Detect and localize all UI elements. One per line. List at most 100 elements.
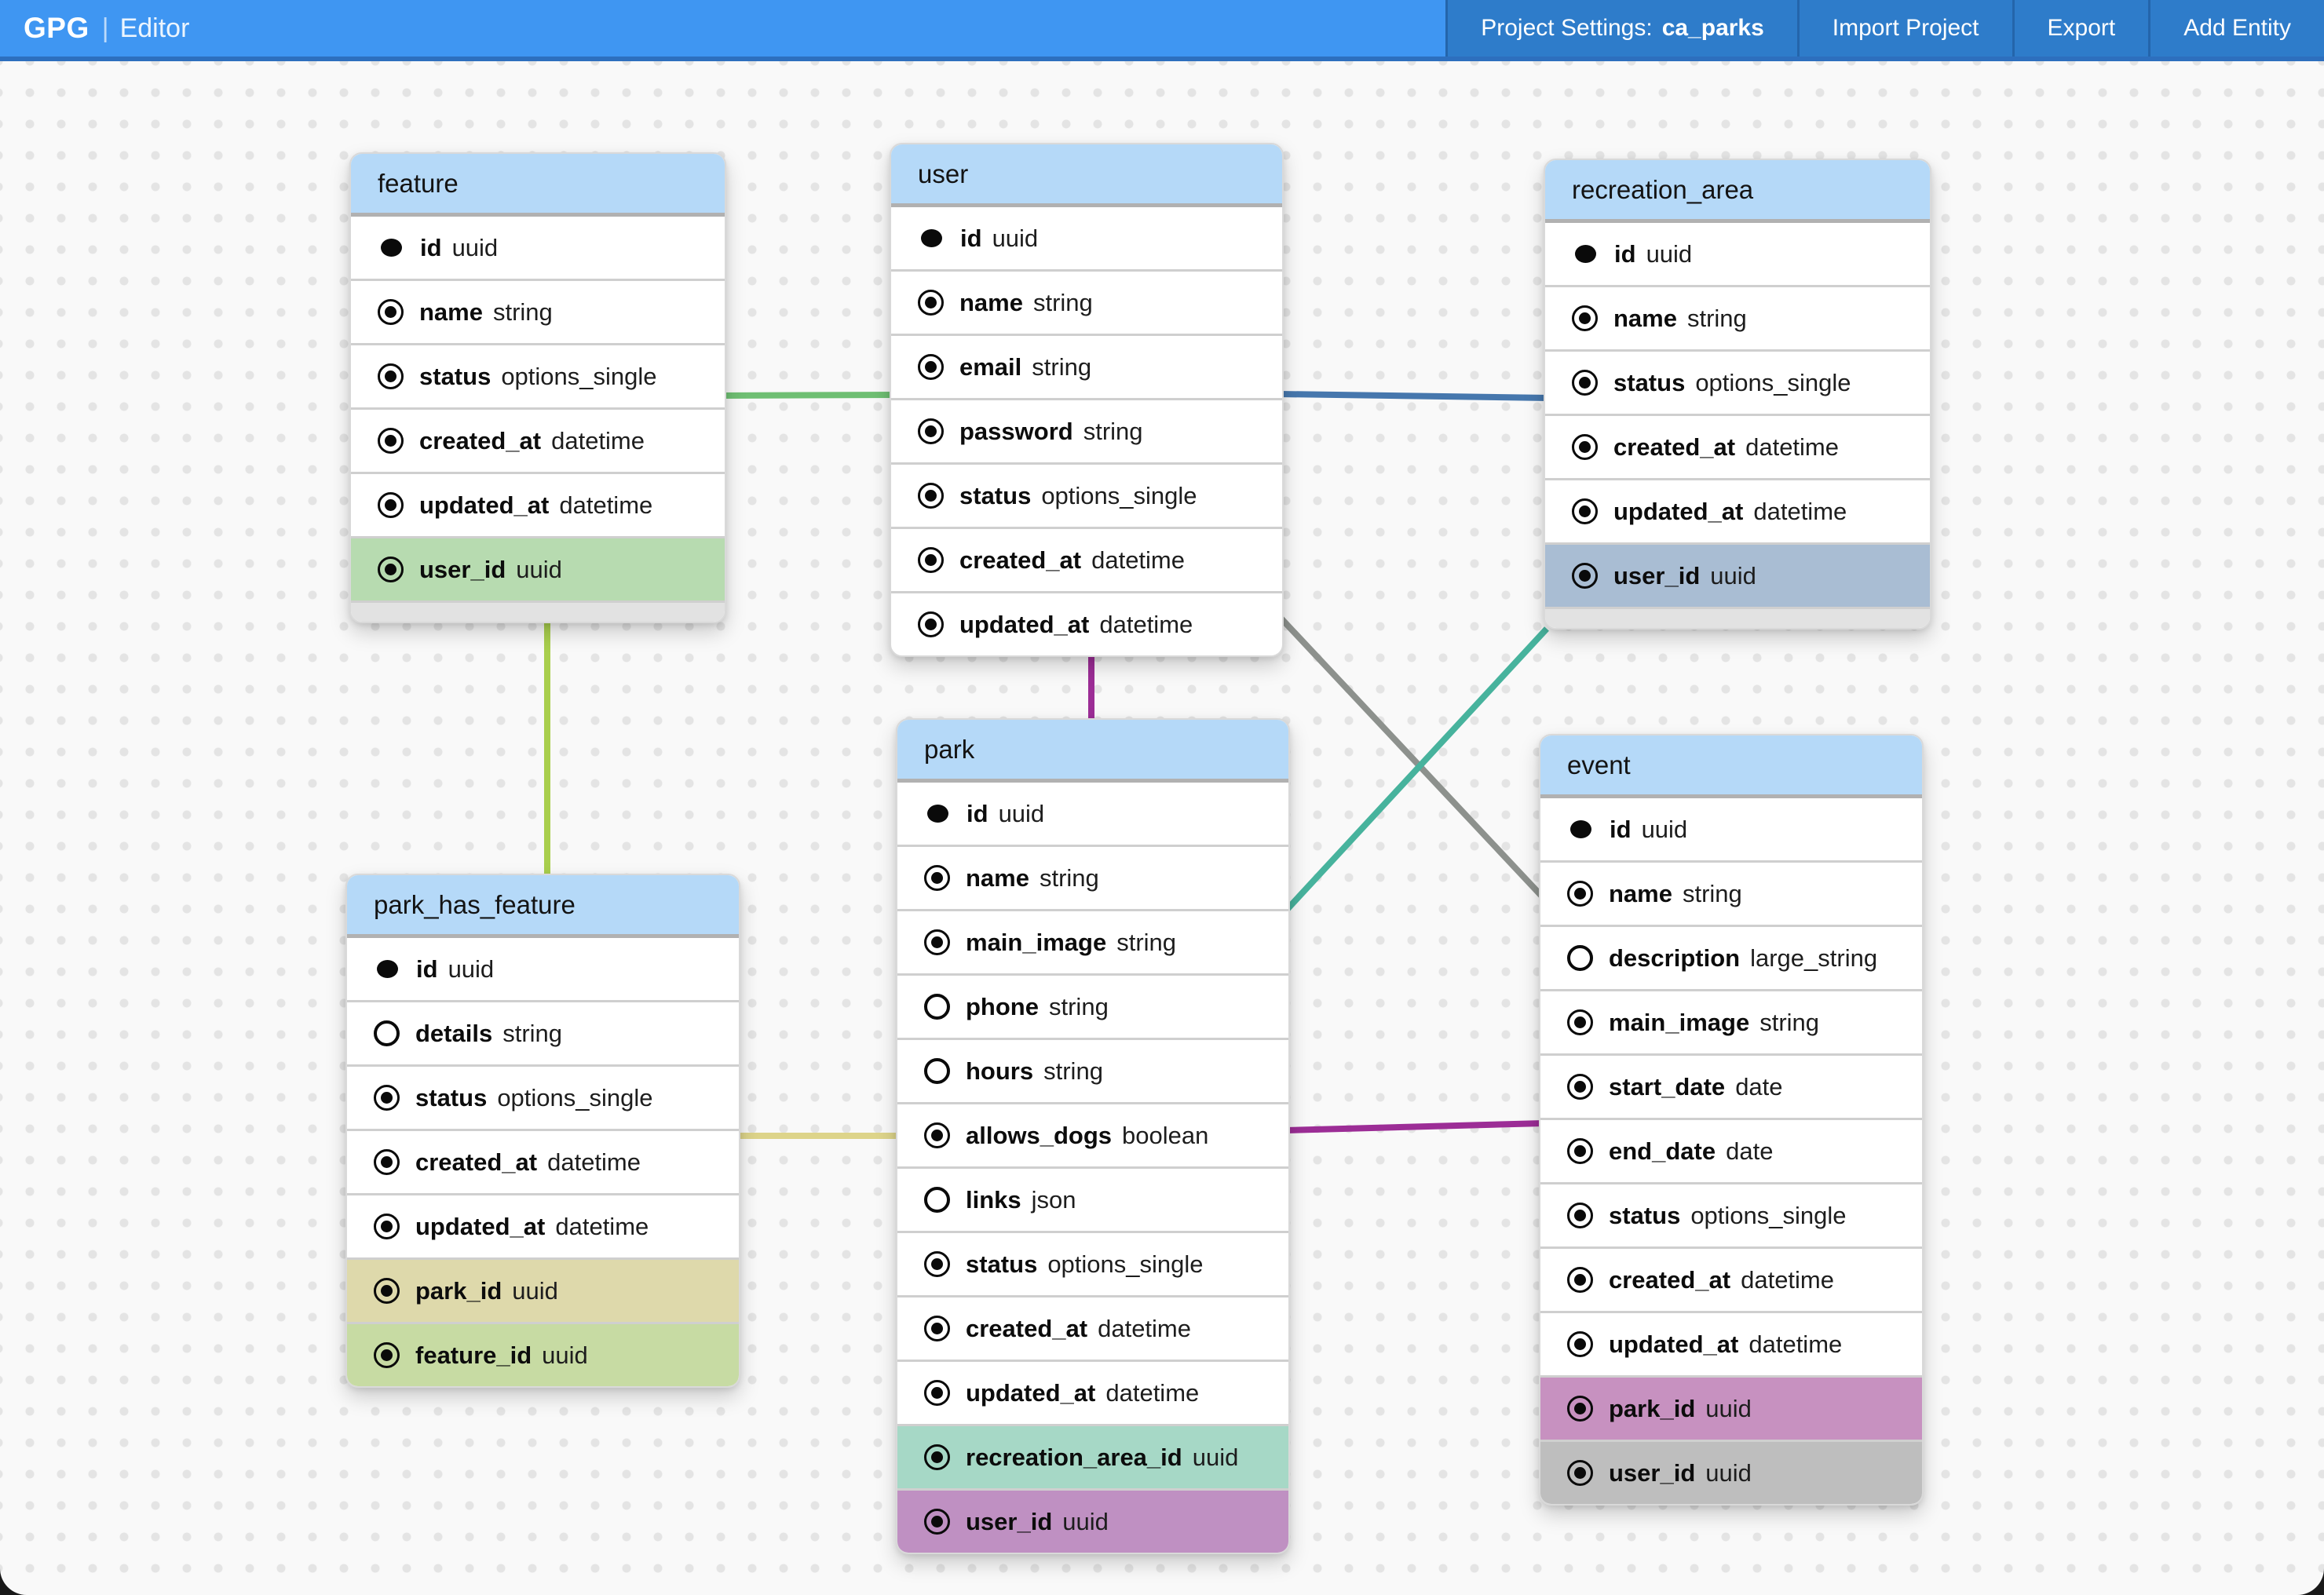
field-type: uuid	[992, 224, 1039, 252]
primary-key-icon	[1567, 816, 1594, 843]
primary-key-icon	[918, 225, 945, 252]
not-null-icon	[374, 1214, 400, 1239]
not-null-icon	[1567, 1460, 1593, 1486]
not-null-icon	[924, 929, 950, 955]
field-name: id	[420, 233, 442, 261]
not-null-icon	[1567, 1331, 1593, 1357]
field-type: options_single	[497, 1083, 653, 1111]
field-type: uuid	[542, 1341, 588, 1369]
not-null-icon	[924, 1380, 950, 1406]
field-name: updated_at	[419, 491, 550, 519]
add-entity-button[interactable]: Add Entity	[2148, 0, 2324, 57]
entity-title-event[interactable]: event	[1540, 735, 1922, 798]
export-button[interactable]: Export	[2012, 0, 2149, 57]
field-type: uuid	[451, 233, 499, 261]
not-null-icon	[1567, 1267, 1593, 1293]
entity-title-park_has_feature[interactable]: park_has_feature	[347, 875, 739, 938]
field-name: created_at	[1609, 1265, 1731, 1294]
field-type: string	[1032, 288, 1093, 316]
entity-title-recreation_area[interactable]: recreation_area	[1545, 160, 1930, 223]
relation-line-user-recreation_area	[1279, 391, 1549, 401]
entity-title-park[interactable]: park	[897, 720, 1288, 783]
field-type: string	[502, 1019, 563, 1047]
project-settings-button[interactable]: Project Settings: ca_parks	[1445, 0, 1797, 57]
not-null-icon	[924, 1251, 950, 1277]
not-null-icon	[1572, 305, 1598, 331]
field-name: id	[416, 954, 438, 983]
not-null-icon	[918, 483, 944, 509]
field-name: id	[960, 224, 982, 252]
entity-title-feature[interactable]: feature	[351, 154, 725, 217]
not-null-icon	[1572, 434, 1598, 460]
field-name: hours	[966, 1057, 1034, 1085]
field-type: uuid	[1062, 1507, 1109, 1535]
not-null-icon	[924, 1444, 950, 1470]
field-name: park_id	[415, 1276, 502, 1305]
field-type: string	[1049, 992, 1109, 1020]
import-project-button[interactable]: Import Project	[1796, 0, 2012, 57]
field-type: options_single	[1690, 1201, 1847, 1229]
not-null-icon	[374, 1085, 400, 1111]
field-name: email	[959, 352, 1022, 381]
not-null-icon	[1567, 881, 1593, 907]
field-type: string	[1043, 1057, 1103, 1085]
entity-title-user[interactable]: user	[891, 144, 1282, 207]
field-row-park-hours[interactable]: hours string	[897, 1038, 1288, 1102]
